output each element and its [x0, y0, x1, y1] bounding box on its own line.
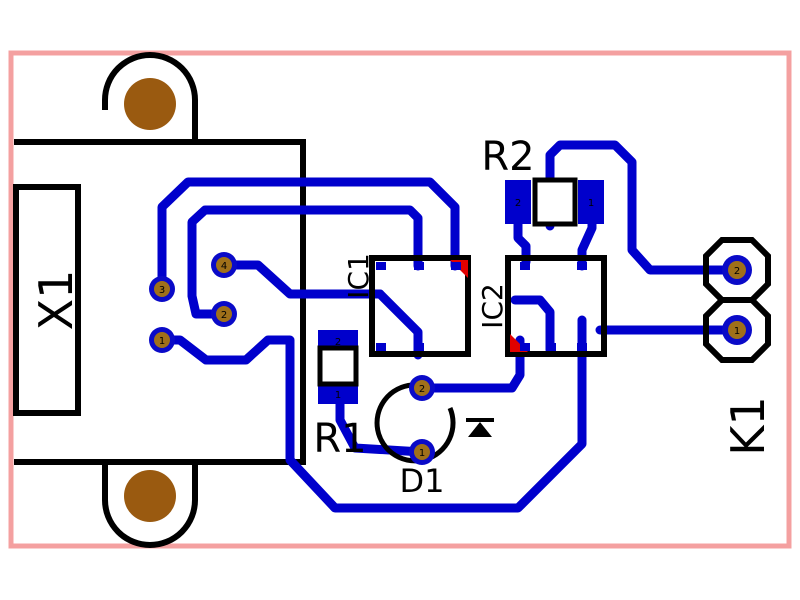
svg-text:2: 2 — [221, 310, 227, 321]
k1-pin2-pad: 2 — [722, 255, 752, 285]
k1-connector: K1 — [703, 237, 775, 456]
d1-label: D1 — [400, 462, 445, 500]
r2-pin2: 2 — [515, 198, 521, 209]
svg-text:1: 1 — [159, 336, 165, 347]
svg-text:2: 2 — [734, 266, 740, 277]
pads: 4 3 2 1 2 1 2 1 — [149, 252, 752, 465]
traces — [157, 140, 742, 513]
ic2-label: IC2 — [476, 283, 509, 329]
svg-text:2: 2 — [419, 384, 425, 395]
r2-pin1: 1 — [588, 198, 594, 209]
ic2-package: IC2 — [476, 255, 607, 357]
svg-text:1: 1 — [734, 326, 740, 337]
r1-pin1: 1 — [335, 390, 341, 401]
d1-pin2-pad: 2 — [409, 375, 435, 401]
board-outline — [8, 50, 792, 549]
r2-resistor: 2 1 R2 — [481, 134, 604, 227]
r1-pin2: 2 — [335, 337, 341, 348]
r1-label: R1 — [313, 416, 366, 462]
diode-symbol-icon — [468, 422, 492, 437]
mount-hole-top — [102, 52, 198, 140]
x1-pin2-pad: 2 — [211, 301, 237, 327]
x1-pin1-pad: 1 — [149, 327, 175, 353]
x1-label: X1 — [29, 270, 83, 331]
x1-pin4-pad: 4 — [211, 252, 237, 278]
r2-label: R2 — [481, 134, 534, 180]
r1-resistor: 2 1 R1 — [313, 330, 367, 462]
mount-hole-bottom — [102, 462, 198, 548]
k1-pin1-pad: 1 — [722, 315, 752, 345]
k1-label: K1 — [721, 396, 775, 455]
ic1-label: IC1 — [342, 253, 375, 299]
d1-diode: D1 — [374, 382, 494, 500]
svg-text:3: 3 — [159, 285, 165, 296]
ic1-package: IC1 — [342, 253, 471, 357]
x1-pin3-pad: 3 — [149, 276, 175, 302]
x1-connector: X1 — [13, 139, 306, 465]
svg-text:1: 1 — [419, 448, 425, 459]
svg-text:4: 4 — [221, 261, 227, 272]
d1-pin1-pad: 1 — [409, 439, 435, 465]
